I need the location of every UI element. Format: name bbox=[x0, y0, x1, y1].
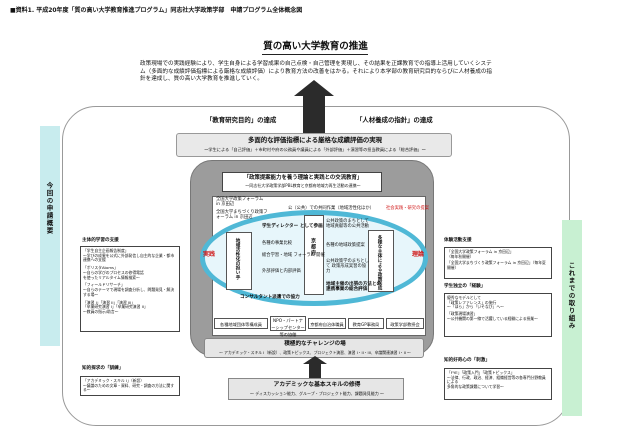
goal-left: 「教育研究目的」の達成 bbox=[206, 116, 277, 124]
right-vertical-box: 多様な主体による政策形成 bbox=[368, 230, 394, 292]
right-block-3-head: 知的好奇心の「刺激」 bbox=[444, 358, 490, 363]
right-item-3: 公共政策学のまちとして 政策形成実習の協力 bbox=[326, 259, 369, 274]
right-block-2-head: 学生独立の「経験」 bbox=[444, 284, 486, 289]
forum-label: 全国大学政策フォーラム in 京田辺 bbox=[216, 197, 264, 207]
right-band-label: これまでの取り組み bbox=[567, 262, 575, 330]
left-block-2-line: 「アカデミック・スキル I」（新設） bbox=[83, 378, 145, 383]
left-block-1-line: 「ポリスタAtoms」 bbox=[83, 265, 118, 271]
bottom-box-1: 各種地域団体等構成員 bbox=[214, 318, 268, 329]
core-title: 「政策提案能力を養う理論と実践との交流教育」 bbox=[243, 175, 363, 181]
left-block-1-line: 「演習 I」「演習 II」「演習 III」 bbox=[83, 299, 136, 305]
right-item-2: 各種の地域政策提案 bbox=[326, 243, 365, 248]
right-block-3-line: 〜法律、行政、政治、経済、組織経営等の各専門分野教員による bbox=[447, 374, 546, 385]
right-block-1-line: （毎年秋開催） bbox=[447, 253, 474, 259]
practice-label: 社会実践・研究の提案 bbox=[386, 206, 429, 211]
evaluation-box: 多面的な評価指標による厳格な成績評価の実現 〜学生による「自己評価」＋市町村や府… bbox=[176, 133, 452, 157]
challenge-box: 積極的なチャレンジの場 〜 アカデミック・スキル I（新設）、政策トピックス、プ… bbox=[204, 338, 424, 358]
red-label-right: 理論 bbox=[412, 251, 425, 258]
right-item-1: 公共政策のまちとして 地域貢献等の公共活動 bbox=[326, 219, 369, 229]
evaluation-subtitle: 〜学生による「自己評価」＋市町村や府の公務員や議員による「外部評価」＋演習等の担… bbox=[204, 147, 426, 152]
red-label-left: 実践 bbox=[203, 251, 216, 258]
left-vertical-box: 地域活性化の担い手 bbox=[226, 232, 252, 290]
left-band-label: 今回の申請概要 bbox=[45, 182, 53, 235]
left-block-1-line: 〜教員の指示/助言〜 bbox=[83, 309, 119, 315]
small-up-arrow-shaft bbox=[309, 362, 321, 378]
forum-note: 全国大学まちづくり政策フォーラム in 京田辺 bbox=[216, 210, 268, 220]
left-item-4: 外部評価と内部評価 bbox=[262, 269, 301, 274]
right-item-4: 地域主催の出張の方法との 連携事業の総合評価 bbox=[326, 282, 382, 293]
left-block-1-line: を使ったリアルタイム情報検索〜 bbox=[83, 274, 140, 280]
left-block-1-line: 〜学びの成果を公式に外部発信し自主的な企業・都市連携への支援 bbox=[83, 252, 175, 263]
right-block-2-line: 「政策現場演習」 bbox=[447, 311, 478, 317]
left-block-1: 「学生自主企画報告制度」 〜学びの成果を公式に外部発信し自主的な企業・都市連携へ… bbox=[80, 246, 180, 332]
left-item-2: 各種の事業比較 bbox=[262, 241, 293, 246]
core-title-box: 「政策提案能力を養う理論と実践との交流教育」 〜同志社大学政策学部PBL教育と京… bbox=[222, 172, 382, 192]
up-arrow-icon bbox=[294, 80, 334, 96]
left-block-2: 「アカデミック・スキル I」（新設） 〜議論のための文章・資料、研究・調査の方法… bbox=[80, 376, 180, 396]
right-block-2: 優秀なモデルとして 「政策レファレンス」の施行 〜「ほら」から「いそなび」へ〜 … bbox=[444, 293, 552, 337]
bottom-box-3: 京都府自治体職員 bbox=[308, 318, 346, 329]
bottom-box-5: 政策学部教授会 bbox=[386, 318, 424, 329]
right-block-2-line: 優秀なモデルとして bbox=[447, 295, 482, 300]
challenge-title: 積極的なチャレンジの場 bbox=[284, 341, 346, 347]
skill-box: アカデミックな基本スキルの修得 〜 ディスカッション能力、グループ・プロジェクト… bbox=[228, 378, 404, 400]
public-hearing-label: 公（公共）での共同作業（地域活性化ほか） bbox=[288, 206, 374, 211]
up-arrow-shaft bbox=[303, 94, 325, 136]
core-subtitle: 〜同志社大学政策学部PBL教育と京都府地域力再生活動の連携〜 bbox=[245, 183, 361, 188]
right-block-3-line: 多角的な政策課題について学習〜 bbox=[447, 384, 504, 390]
left-item-3: 総合学習・地域 フォーラム 開催 bbox=[262, 253, 325, 258]
left-block-1-head: 主体的学習の支援 bbox=[82, 238, 119, 243]
kyoto-label: 京都府 bbox=[310, 238, 316, 256]
document-header: ■資料1. 平成20年度「質の高い大学教育推進プログラム」同志社大学政策学部 申… bbox=[10, 7, 303, 14]
intro-text: 政策現場での実践経験により、学生自身による学習成果の自己点検・自己管理を実現し、… bbox=[140, 61, 493, 83]
skill-subtitle: 〜 ディスカッション能力、グループ・プロジェクト能力、課題発見能力 〜 bbox=[249, 391, 385, 396]
left-block-2-line: 〜議論のための文章・資料、研究・調査の方法に関する〜 bbox=[83, 382, 175, 393]
bottom-box-4: 教育GP事務局 bbox=[348, 318, 384, 329]
left-block-2-head: 知的探求の「訓練」 bbox=[82, 366, 124, 371]
left-item-5: コンサルタント派遣での協力 bbox=[240, 295, 300, 300]
kyoto-center-box: 京都府 bbox=[304, 215, 324, 295]
right-block-2-line: 〜公共機関の第一線で活躍している経験による授業〜 bbox=[447, 315, 538, 321]
main-title: 質の高い大学教育の推進 bbox=[263, 41, 368, 52]
left-band bbox=[40, 126, 60, 346]
right-block-1-line: 「全国大学政策フォーラム in 京田辺」 bbox=[447, 249, 514, 254]
right-vertical-label: 多様な主体による政策形成 bbox=[377, 235, 382, 291]
right-block-1-head: 体験活動支援 bbox=[444, 238, 472, 243]
left-item-1: 学生ディレクター として参画 bbox=[262, 224, 323, 229]
right-block-1-line: 「全国大学まちづくり政策フォーラム in 京田辺」（毎年夏開催） bbox=[447, 260, 546, 271]
title-underline bbox=[262, 54, 368, 55]
evaluation-title: 多面的な評価指標による厳格な成績評価の実現 bbox=[247, 136, 382, 144]
bottom-box-2: NPO・パートナーシップセンター等の協働 bbox=[270, 316, 306, 337]
left-block-1-line: 「卒業研究演習 I」「卒業研究演習 II」 bbox=[83, 304, 148, 310]
left-block-1-line: 〜自らのテーマで現場を調査分析し、問題発見・解決する場〜 bbox=[83, 287, 175, 297]
left-block-1-line: 〜自らの学びのプロセスの修得電話 bbox=[83, 269, 144, 275]
left-vertical-label: 地域活性化の担い手 bbox=[235, 238, 240, 280]
left-block-1-line: 「学生自主企画報告制度」 bbox=[83, 248, 129, 253]
right-block-1: 「全国大学政策フォーラム in 京田辺」 （毎年秋開催） 「全国大学まちづくり政… bbox=[444, 247, 552, 279]
right-block-2-line: 「政策レファレンス」の施行 bbox=[447, 299, 497, 305]
right-block-2-line: 〜「ほら」から「いそなび」へ〜 bbox=[447, 304, 504, 310]
right-block-3: 「FYE」「政策入門」「政策トピックス」 〜法律、行政、政治、経済、組織経営等の… bbox=[444, 368, 552, 400]
skill-title: アカデミックな基本スキルの修得 bbox=[273, 382, 361, 388]
right-band bbox=[562, 220, 582, 416]
challenge-subtitle: 〜 アカデミック・スキル I（新設）、政策トピックス、プロジェクト演習、演習 I… bbox=[219, 350, 411, 355]
right-block-3-line: 「FYE」「政策入門」「政策トピックス」 bbox=[447, 370, 515, 375]
goal-right: 「人材養成の指針」の達成 bbox=[356, 116, 433, 124]
left-block-1-line: 「フィールドリサーチ」 bbox=[83, 282, 125, 288]
small-up-arrow-icon bbox=[303, 356, 327, 364]
